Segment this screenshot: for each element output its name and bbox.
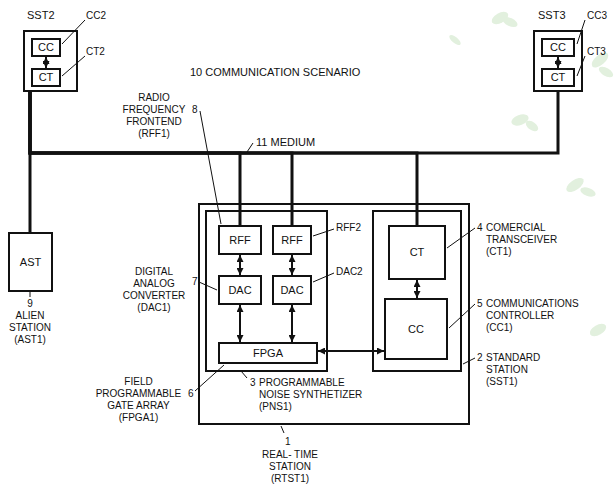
box-label: CT bbox=[551, 71, 566, 84]
connector-arrow bbox=[291, 255, 293, 275]
callout-text: RADIO FREQUENCY FRONTEND (RFF1) bbox=[122, 92, 186, 140]
station-label: SST3 bbox=[538, 9, 566, 22]
component-box: RFF bbox=[272, 225, 312, 255]
callout-number: 8 bbox=[192, 104, 198, 116]
butterfly-watermark bbox=[448, 9, 615, 339]
component-box: CC bbox=[384, 298, 448, 360]
callout-number: 7 bbox=[192, 276, 198, 288]
station-box: SST2CCCT bbox=[23, 30, 78, 92]
connector-arrow bbox=[239, 255, 241, 275]
station-box: 2STANDARD STATION (SST1)CTCC bbox=[372, 210, 462, 372]
box-label: CT bbox=[39, 71, 54, 84]
part-name: CC3 bbox=[587, 10, 607, 22]
component-box: RFF bbox=[218, 225, 262, 255]
component-box: CT bbox=[388, 225, 446, 280]
scenario-title: 10 COMMUNICATION SCENARIO bbox=[190, 66, 360, 79]
leader-line bbox=[241, 371, 247, 378]
box-label: CC bbox=[408, 323, 424, 336]
station-box: 1REAL- TIME STATION (RTST1)3PROGRAMMABLE… bbox=[198, 203, 470, 425]
component-box: CT bbox=[31, 68, 61, 87]
station-label: STANDARD STATION (SST1) bbox=[486, 352, 542, 388]
leader-line bbox=[30, 292, 31, 297]
box-label: RFF bbox=[281, 234, 302, 247]
connector-arrow bbox=[45, 57, 47, 68]
medium-label: 11 MEDIUM bbox=[256, 136, 315, 149]
callout-number: 5 bbox=[477, 298, 483, 310]
connector-arrow bbox=[291, 305, 293, 342]
box-label: CC bbox=[550, 41, 566, 54]
leader-line bbox=[199, 282, 217, 290]
component-box: DAC bbox=[218, 275, 262, 305]
connector-arrow bbox=[239, 305, 241, 342]
connector-arrow bbox=[557, 57, 559, 68]
callout-text: COMERCIAL TRANSCEIVER (CT1) bbox=[486, 222, 559, 258]
leader-line bbox=[200, 111, 221, 224]
leader-line bbox=[577, 56, 585, 76]
callout-text: DIGITAL ANALOG CONVERTER (DAC1) bbox=[122, 266, 186, 314]
medium-line bbox=[30, 92, 292, 225]
callout-number: 3 bbox=[250, 377, 256, 389]
callout-number: 9 bbox=[27, 298, 33, 310]
leader-line bbox=[313, 273, 334, 282]
box-label: DAC bbox=[228, 284, 251, 297]
component-box: AST bbox=[8, 232, 53, 292]
leader-lines bbox=[30, 20, 585, 433]
leader-line bbox=[62, 56, 85, 76]
box-label: FPGA bbox=[253, 347, 283, 360]
station-label: SST2 bbox=[27, 9, 55, 22]
connector-arrow bbox=[416, 280, 418, 298]
callout-number: 1 bbox=[285, 436, 291, 448]
callout-number: 4 bbox=[477, 222, 483, 234]
leader-line bbox=[247, 143, 253, 152]
component-box: CC bbox=[541, 38, 575, 57]
part-name: CT3 bbox=[587, 46, 606, 58]
part-name: CC2 bbox=[86, 10, 106, 22]
station-box: 3PROGRAMMABLE NOISE SYNTHETIZER (PNS1)RF… bbox=[205, 210, 328, 372]
box-label: CT bbox=[410, 246, 425, 259]
part-name: DAC2 bbox=[336, 266, 363, 278]
callout-number: 6 bbox=[188, 388, 194, 400]
leader-line bbox=[577, 20, 585, 44]
medium-line bbox=[30, 92, 417, 225]
part-name: RFF2 bbox=[336, 222, 361, 234]
medium-line bbox=[30, 92, 240, 225]
box-label: DAC bbox=[280, 284, 303, 297]
medium-line bbox=[30, 92, 558, 153]
component-box: DAC bbox=[272, 275, 312, 305]
station-box: SST3CCCT bbox=[533, 30, 583, 92]
leader-line bbox=[449, 304, 475, 328]
station-label: PROGRAMMABLE NOISE SYNTHETIZER (PNS1) bbox=[259, 377, 369, 413]
part-name: CT2 bbox=[86, 46, 105, 58]
component-box: CT bbox=[541, 68, 575, 87]
component-box: FPGA bbox=[218, 342, 318, 364]
box-label: CC bbox=[38, 41, 54, 54]
callout-number: 2 bbox=[477, 352, 483, 364]
leader-line bbox=[62, 20, 85, 44]
callout-text: FIELD PROGRAMMABLE GATE ARRAY (FPGA1) bbox=[95, 376, 182, 424]
box-label: AST bbox=[20, 256, 41, 269]
station-label: REAL- TIME STATION (RTST1) bbox=[255, 449, 325, 485]
leader-line bbox=[281, 426, 284, 433]
box-label: RFF bbox=[229, 234, 250, 247]
component-box: CC bbox=[31, 38, 61, 57]
callout-text: ALIEN STATION (AST1) bbox=[9, 310, 52, 346]
callout-text: COMMUNICATIONS CONTROLLER (CC1) bbox=[486, 298, 580, 334]
leader-line bbox=[313, 229, 334, 236]
